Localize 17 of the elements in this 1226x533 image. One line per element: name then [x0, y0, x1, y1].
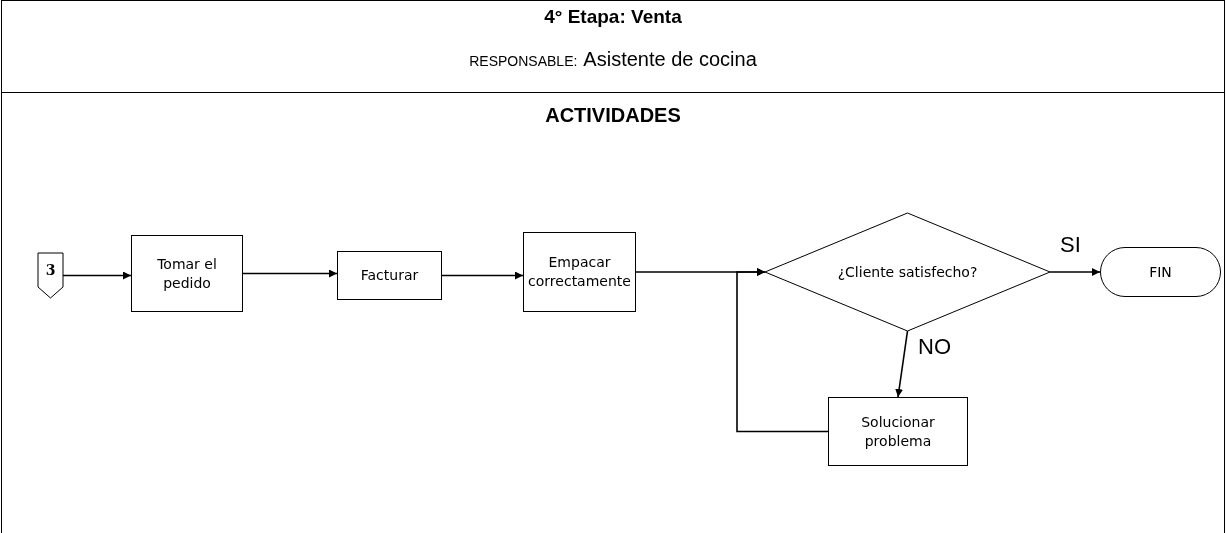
decision-diamond: ¿Cliente satisfecho?	[765, 213, 1050, 331]
arrow	[242, 269, 338, 278]
process-box: Tomar el pedido	[131, 235, 243, 312]
role-label: RESPONSABLE:	[469, 53, 578, 69]
arrow	[62, 271, 132, 280]
arrow	[895, 330, 909, 398]
title: 4° Etapa: Venta	[543, 6, 683, 28]
arrow	[736, 268, 829, 433]
off-page-connector: 3	[38, 253, 63, 298]
process-box: Empacar correctamente	[523, 232, 636, 312]
role-value: Asistente de cocina	[583, 48, 757, 71]
process-box: Solucionar problema	[828, 397, 968, 466]
process-box: Facturar	[337, 251, 442, 300]
arrow	[1049, 268, 1101, 276]
arrow	[441, 271, 524, 280]
section-heading: ACTIVIDADES	[545, 104, 681, 127]
terminator: FIN	[1100, 247, 1221, 297]
